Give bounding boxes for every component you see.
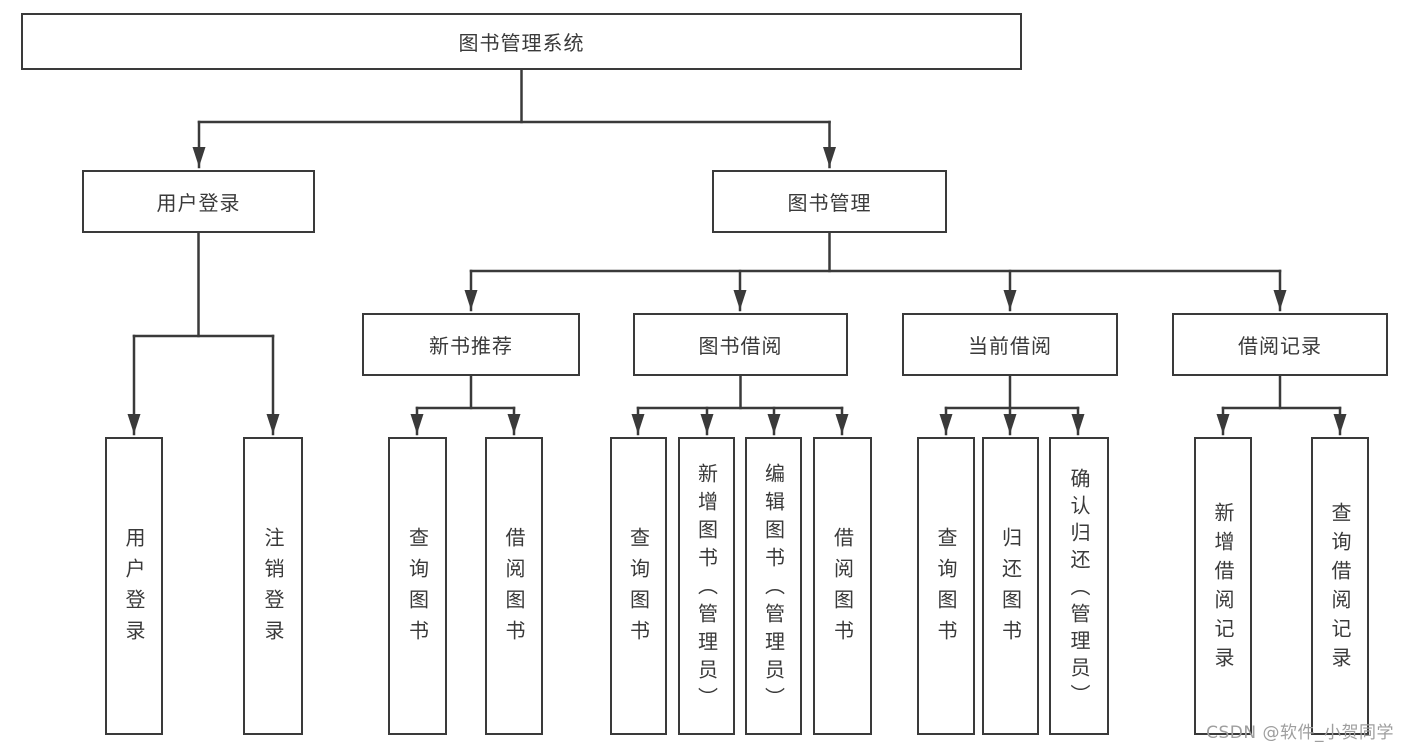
leaf-confirm-return-admin: 确认归还（管理员） [1049,437,1109,735]
leaf-add-books-admin: 新增图书（管理员） [678,437,735,735]
node-current-borrowing: 当前借阅 [902,313,1118,376]
node-new-book-recommendation: 新书推荐 [362,313,580,376]
node-library-management-system: 图书管理系统 [21,13,1022,70]
node-user-login: 用户登录 [82,170,315,233]
node-borrowing-records: 借阅记录 [1172,313,1388,376]
leaf-logout: 注销登录 [243,437,303,735]
leaf-user-login: 用户登录 [105,437,163,735]
leaf-edit-books-admin: 编辑图书（管理员） [745,437,802,735]
node-book-management: 图书管理 [712,170,947,233]
leaf-query-books-current: 查询图书 [917,437,975,735]
leaf-query-books-borrowing: 查询图书 [610,437,667,735]
node-book-borrowing: 图书借阅 [633,313,848,376]
leaf-borrow-books-recommend: 借阅图书 [485,437,543,735]
leaf-query-borrow-record: 查询借阅记录 [1311,437,1369,735]
leaf-add-borrow-record: 新增借阅记录 [1194,437,1252,735]
csdn-watermark: CSDN @软件_小贺同学 [1206,723,1394,743]
leaf-return-books: 归还图书 [982,437,1039,735]
leaf-query-books-recommend: 查询图书 [388,437,447,735]
leaf-borrow-books-borrowing: 借阅图书 [813,437,872,735]
